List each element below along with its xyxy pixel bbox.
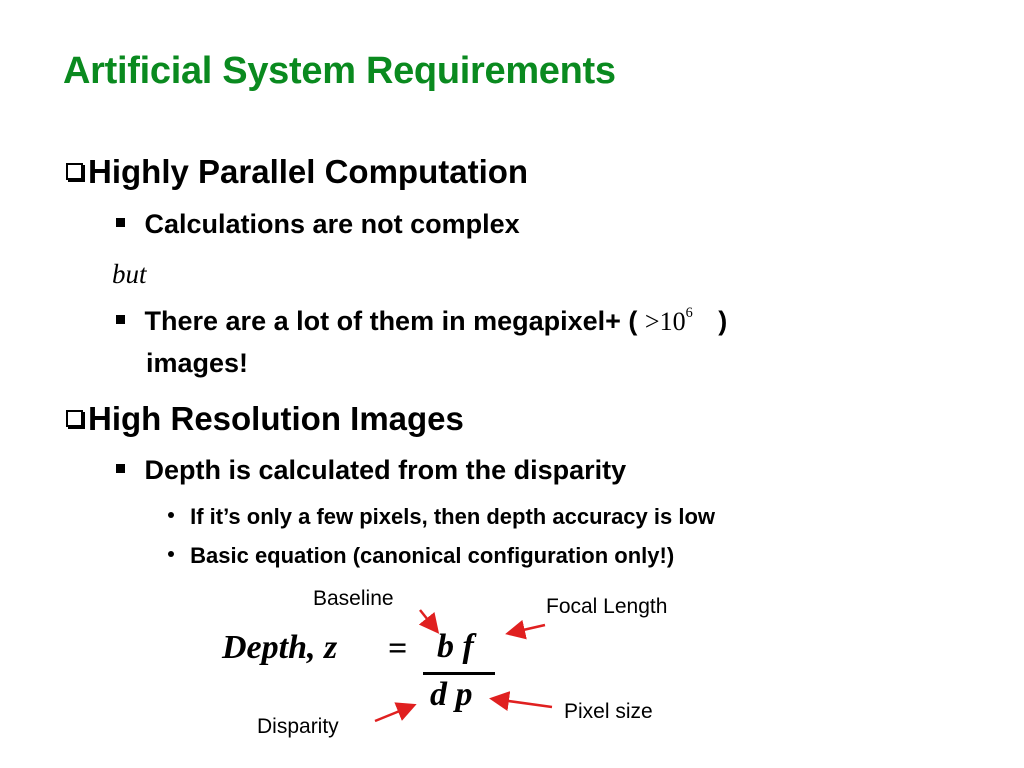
dot-bullet-icon [168, 512, 174, 519]
sub-bullet-text: Calculations are not complex [144, 209, 520, 239]
square-bullet-icon [116, 315, 125, 325]
equation-equals: = [388, 630, 408, 667]
label-baseline: Baseline [313, 587, 394, 610]
dot-bullet-icon [168, 551, 174, 558]
sub-bullet-megapixel: There are a lot of them in megapixel+ ( … [116, 306, 727, 337]
checkbox-bullet-icon [66, 409, 83, 427]
square-bullet-icon [116, 218, 125, 228]
checkbox-bullet-icon [66, 162, 83, 180]
sub-bullet-text: Depth is calculated from the disparity [144, 455, 627, 485]
label-focal-length: Focal Length [546, 595, 668, 618]
equation-numerator: b f [437, 628, 474, 665]
sub-sub-bullet-equation: Basic equation (canonical configuration … [168, 543, 674, 569]
label-pixel-size: Pixel size [564, 700, 653, 723]
bullet-high-resolution: High Resolution Images [66, 400, 464, 438]
bullet-label: Highly Parallel Computation [88, 153, 529, 190]
bullet-label: High Resolution Images [88, 400, 464, 437]
bullet-highly-parallel: Highly Parallel Computation [66, 153, 528, 191]
sub-bullet-depth: Depth is calculated from the disparity [116, 455, 626, 486]
sub-bullet-megapixel-line2: images! [146, 348, 249, 378]
equation-denominator: d p [430, 676, 473, 713]
red-arrow-icon [505, 619, 546, 640]
red-arrow-icon [374, 702, 417, 723]
sub-bullet-text: There are a lot of them in megapixel+ ( [144, 306, 638, 336]
sub-sub-bullet-text: Basic equation (canonical configuration … [190, 543, 675, 568]
red-arrow-icon [489, 691, 553, 711]
math-power: >106 [644, 305, 693, 336]
red-arrow-icon [418, 609, 440, 634]
sub-sub-bullet-text: If it’s only a few pixels, then depth ac… [190, 504, 716, 529]
connector-but: but [112, 259, 147, 289]
fraction-bar [423, 672, 495, 675]
equation-lhs: Depth, z [222, 629, 338, 666]
square-bullet-icon [116, 464, 125, 474]
closing-paren: ) [718, 306, 728, 336]
label-disparity: Disparity [257, 715, 339, 738]
sub-bullet-calculations: Calculations are not complex [116, 209, 520, 240]
slide-title: Artificial System Requirements [63, 50, 616, 92]
sub-sub-bullet-accuracy: If it’s only a few pixels, then depth ac… [168, 504, 715, 530]
